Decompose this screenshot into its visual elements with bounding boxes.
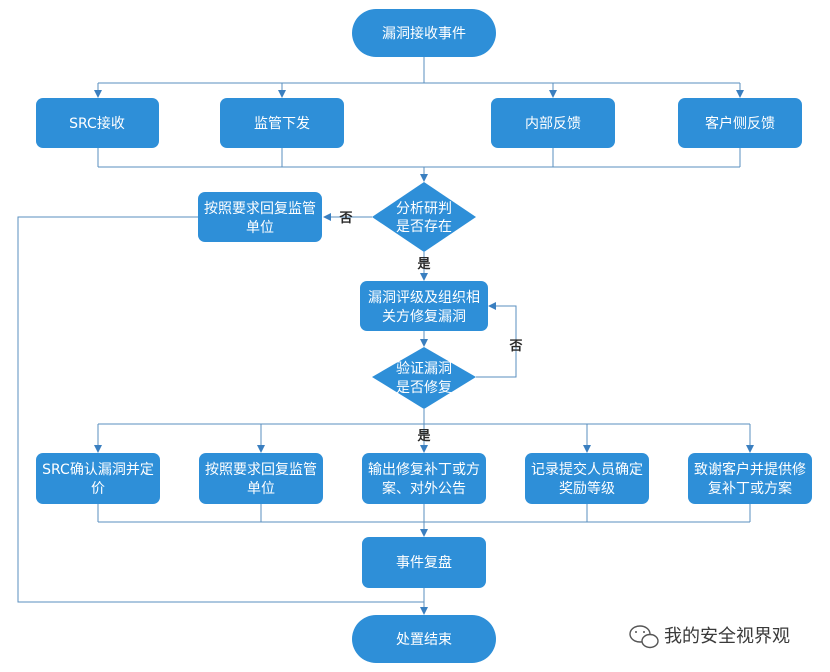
label-yes-verify: 是: [416, 429, 431, 444]
svg-text:是否修复: 是否修复: [396, 379, 452, 396]
source-node-src: SRC接收: [36, 98, 159, 148]
svg-text:监管下发: 监管下发: [254, 116, 310, 132]
svg-text:单位: 单位: [246, 220, 274, 236]
svg-text:按照要求回复监管: 按照要求回复监管: [204, 200, 316, 217]
svg-text:奖励等级: 奖励等级: [559, 480, 615, 497]
label-no-analysis: 否: [338, 211, 352, 226]
action-thank-customer: 致谢客户并提供修 复补丁或方案: [688, 453, 812, 504]
watermark: 我的安全视界观: [629, 625, 790, 649]
wechat-icon: [629, 625, 659, 649]
reply-regulator-top-node: 按照要求回复监管 单位: [198, 192, 322, 242]
svg-text:SRC确认漏洞并定: SRC确认漏洞并定: [42, 462, 154, 478]
svg-text:分析研判: 分析研判: [396, 201, 452, 217]
svg-text:致谢客户并提供修: 致谢客户并提供修: [694, 461, 806, 478]
connectors: [17, 57, 754, 615]
start-node: 漏洞接收事件: [352, 9, 496, 57]
svg-text:记录提交人员确定: 记录提交人员确定: [531, 461, 643, 478]
action-record-reward: 记录提交人员确定 奖励等级: [525, 453, 649, 504]
source-node-customer: 客户侧反馈: [678, 98, 802, 148]
svg-text:内部反馈: 内部反馈: [525, 116, 581, 132]
action-src-confirm: SRC确认漏洞并定 价: [36, 453, 160, 504]
label-yes-analysis: 是: [416, 257, 431, 272]
rate-and-fix-node: 漏洞评级及组织相 关方修复漏洞: [360, 281, 488, 331]
source-node-internal: 内部反馈: [491, 98, 615, 148]
svg-text:事件复盘: 事件复盘: [396, 554, 452, 571]
svg-text:漏洞接收事件: 漏洞接收事件: [382, 25, 466, 42]
action-output-patch: 输出修复补丁或方 案、对外公告: [362, 453, 486, 504]
source-node-regulator: 监管下发: [220, 98, 344, 148]
review-node: 事件复盘: [362, 537, 486, 588]
svg-text:单位: 单位: [247, 481, 275, 497]
svg-text:是否存在: 是否存在: [396, 219, 452, 235]
svg-text:案、对外公告: 案、对外公告: [382, 480, 466, 497]
svg-text:客户侧反馈: 客户侧反馈: [705, 115, 775, 132]
svg-text:价: 价: [91, 481, 105, 497]
svg-text:复补丁或方案: 复补丁或方案: [708, 480, 792, 497]
decision-verify: 验证漏洞 是否修复: [372, 347, 476, 409]
action-reply-regulator: 按照要求回复监管 单位: [199, 453, 323, 504]
svg-text:验证漏洞: 验证漏洞: [396, 361, 452, 377]
label-no-verify: 否: [508, 339, 522, 354]
svg-text:按照要求回复监管: 按照要求回复监管: [205, 461, 317, 478]
decision-analysis: 分析研判 是否存在: [372, 182, 476, 252]
svg-text:处置结束: 处置结束: [396, 632, 452, 648]
svg-text:SRC接收: SRC接收: [69, 115, 125, 132]
svg-text:我的安全视界观: 我的安全视界观: [664, 626, 790, 647]
end-node: 处置结束: [352, 615, 496, 663]
svg-text:关方修复漏洞: 关方修复漏洞: [382, 308, 466, 325]
svg-text:漏洞评级及组织相: 漏洞评级及组织相: [368, 290, 480, 306]
svg-text:输出修复补丁或方: 输出修复补丁或方: [368, 461, 480, 478]
